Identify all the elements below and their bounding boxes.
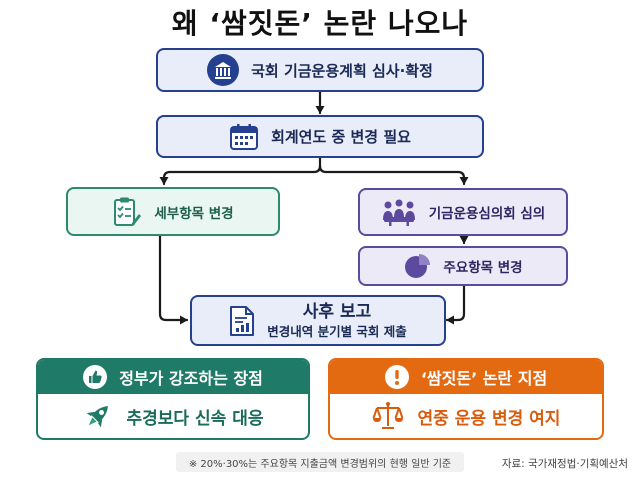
controversy-header: ‘쌈짓돈’ 논란 지점 <box>330 360 602 394</box>
government-advantage-title: 정부가 강조하는 장점 <box>119 369 263 388</box>
government-advantage-body: 추경보다 신속 대응 <box>38 394 308 438</box>
calendar-icon <box>229 123 259 151</box>
parliament-icon <box>207 54 240 86</box>
controversy-body: 연중 운용 변경 여지 <box>330 394 602 438</box>
step-committee-label: 기금운용심의회 심의 <box>428 206 546 222</box>
connector-split-to-committee <box>318 164 469 186</box>
step-major-change-label: 주요항목 변경 <box>443 260 523 276</box>
document-chart-icon <box>229 305 255 337</box>
controversy-text: 연중 운용 변경 여지 <box>417 408 561 429</box>
connector-detail-to-report <box>158 234 189 325</box>
step-detail-change-box: 세부항목 변경 <box>66 187 280 236</box>
rocket-icon <box>83 401 113 431</box>
pie-chart-icon <box>403 252 431 280</box>
government-advantage-text: 추경보다 신속 대응 <box>126 408 264 429</box>
connector-split-from-change <box>159 156 322 186</box>
step-change-needed-label: 회계연도 중 변경 필요 <box>271 128 411 146</box>
clipboard-checklist-icon <box>112 196 142 228</box>
step-review-box: 국회 기금운용계획 심사·확정 <box>156 48 484 92</box>
step-committee-box: 기금운용심의회 심의 <box>358 188 568 236</box>
page-title: 왜 ‘쌈짓돈’ 논란 나오나 <box>171 7 469 40</box>
footnote: ※ 20%·30%는 주요항목 지출금액 변경범위의 현행 일반 기준 <box>176 452 464 472</box>
source-credit: 자료: 국가재정법·기획예산처 <box>501 458 628 470</box>
step-report-subtitle: 변경내역 분기별 국회 제출 <box>267 323 407 339</box>
step-report-box: 사후 보고 변경내역 분기별 국회 제출 <box>190 295 446 346</box>
exclamation-icon <box>384 365 409 389</box>
meeting-icon <box>381 198 417 226</box>
government-advantage-header: 정부가 강조하는 장점 <box>38 360 308 394</box>
step-report-title: 사후 보고 <box>302 301 372 322</box>
controversy-title: ‘쌈짓돈’ 논란 지점 <box>420 369 548 388</box>
connector-major-to-report <box>445 284 466 325</box>
step-change-needed-box: 회계연도 중 변경 필요 <box>156 115 484 158</box>
step-detail-change-label: 세부항목 변경 <box>154 205 234 222</box>
scales-icon <box>372 401 404 431</box>
step-review-label: 국회 기금운용계획 심사·확정 <box>251 61 433 80</box>
controversy-panel: ‘쌈짓돈’ 논란 지점 연중 운용 변경 여지 <box>328 358 604 440</box>
thumbs-up-icon <box>83 365 108 389</box>
government-advantage-panel: 정부가 강조하는 장점 추경보다 신속 대응 <box>36 358 310 440</box>
step-major-change-box: 주요항목 변경 <box>358 246 568 286</box>
